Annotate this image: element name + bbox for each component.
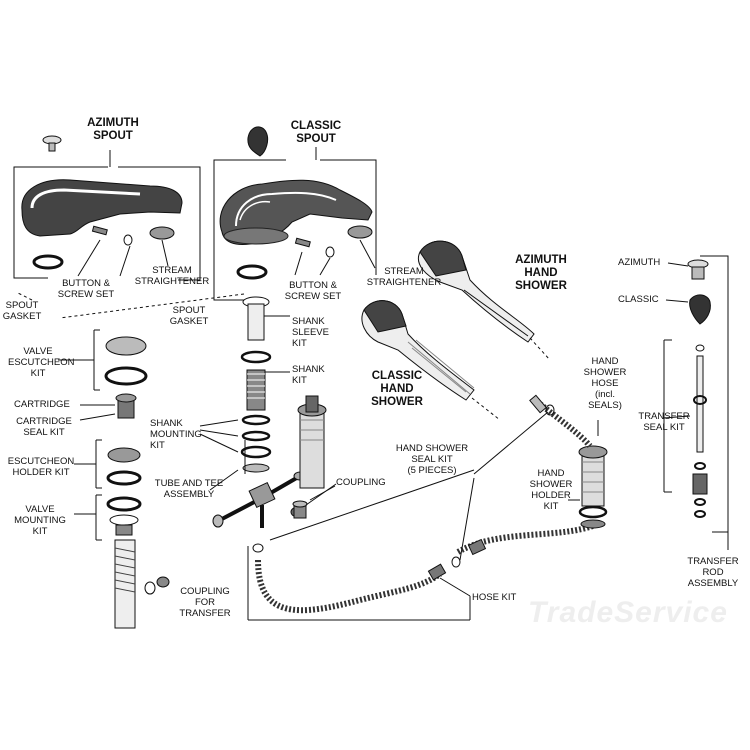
label-button-screw-set-1: BUTTON & SCREW SET <box>57 278 115 300</box>
label-transfer-seal-kit: TRANSFER SEAL KIT <box>638 411 690 433</box>
label-stream-straightener-1: STREAM STRAIGHTENER <box>134 265 210 287</box>
label-shank-sleeve-kit: SHANK SLEEVE KIT <box>292 316 329 349</box>
classic-hand-shower <box>361 300 501 421</box>
valve-body-center <box>290 395 336 518</box>
label-valve-mounting-kit: VALVE MOUNTING KIT <box>14 504 66 537</box>
coupling-group <box>292 483 337 519</box>
label-stream-straightener-2: STREAM STRAIGHTENER <box>366 266 442 288</box>
azimuth-spout-group <box>13 135 201 301</box>
label-classic: CLASSIC <box>618 294 659 305</box>
label-tube-and-tee-assembly: TUBE AND TEE ASSEMBLY <box>154 478 224 500</box>
label-escutcheon-holder-kit: ESCUTCHEON HOLDER KIT <box>7 456 75 478</box>
label-transfer-rod-assembly: TRANSFER ROD ASSEMBLY <box>687 556 739 589</box>
shank-group <box>199 296 290 491</box>
label-valve-escutcheon-kit: VALVE ESCUTCHEON KIT <box>8 346 75 379</box>
watermark: TradeService <box>528 596 728 629</box>
azimuth-hand-shower-title: AZIMUTH HAND SHOWER <box>515 254 567 292</box>
label-cartridge: CARTRIDGE <box>14 399 70 410</box>
label-azimuth: AZIMUTH <box>618 257 661 268</box>
label-button-screw-set-2: BUTTON & SCREW SET <box>284 280 342 302</box>
label-cartridge-seal-kit: CARTRIDGE SEAL KIT <box>16 416 72 438</box>
classic-spout-group <box>213 126 377 301</box>
azimuth-hand-shower <box>418 240 551 361</box>
hand-shower-holder-group <box>529 394 608 529</box>
azimuth-spout-title: AZIMUTH SPOUT <box>87 117 139 142</box>
label-shank-mounting-kit: SHANK MOUNTING KIT <box>150 418 202 451</box>
classic-hand-shower-title: CLASSIC HAND SHOWER <box>371 370 423 408</box>
label-hand-shower-holder-kit: HAND SHOWER HOLDER KIT <box>529 468 573 512</box>
label-hose-kit: HOSE KIT <box>472 592 517 603</box>
left-valve-stack <box>58 329 170 629</box>
label-hand-shower-hose: HAND SHOWER HOSE (incl. SEALS) <box>583 356 627 411</box>
label-coupling-for-transfer: COUPLING FOR TRANSFER <box>179 586 231 619</box>
transfer-rod-group <box>663 255 729 550</box>
label-spout-gasket-2: SPOUT GASKET <box>169 305 209 327</box>
classic-spout-title: CLASSIC SPOUT <box>290 120 342 145</box>
label-hand-shower-seal-kit: HAND SHOWER SEAL KIT (5 PIECES) <box>395 443 469 476</box>
label-spout-gasket-1: SPOUT GASKET <box>2 300 42 322</box>
hose-group <box>247 521 600 621</box>
label-shank-kit: SHANK KIT <box>292 364 325 386</box>
label-coupling: COUPLING <box>336 477 386 488</box>
